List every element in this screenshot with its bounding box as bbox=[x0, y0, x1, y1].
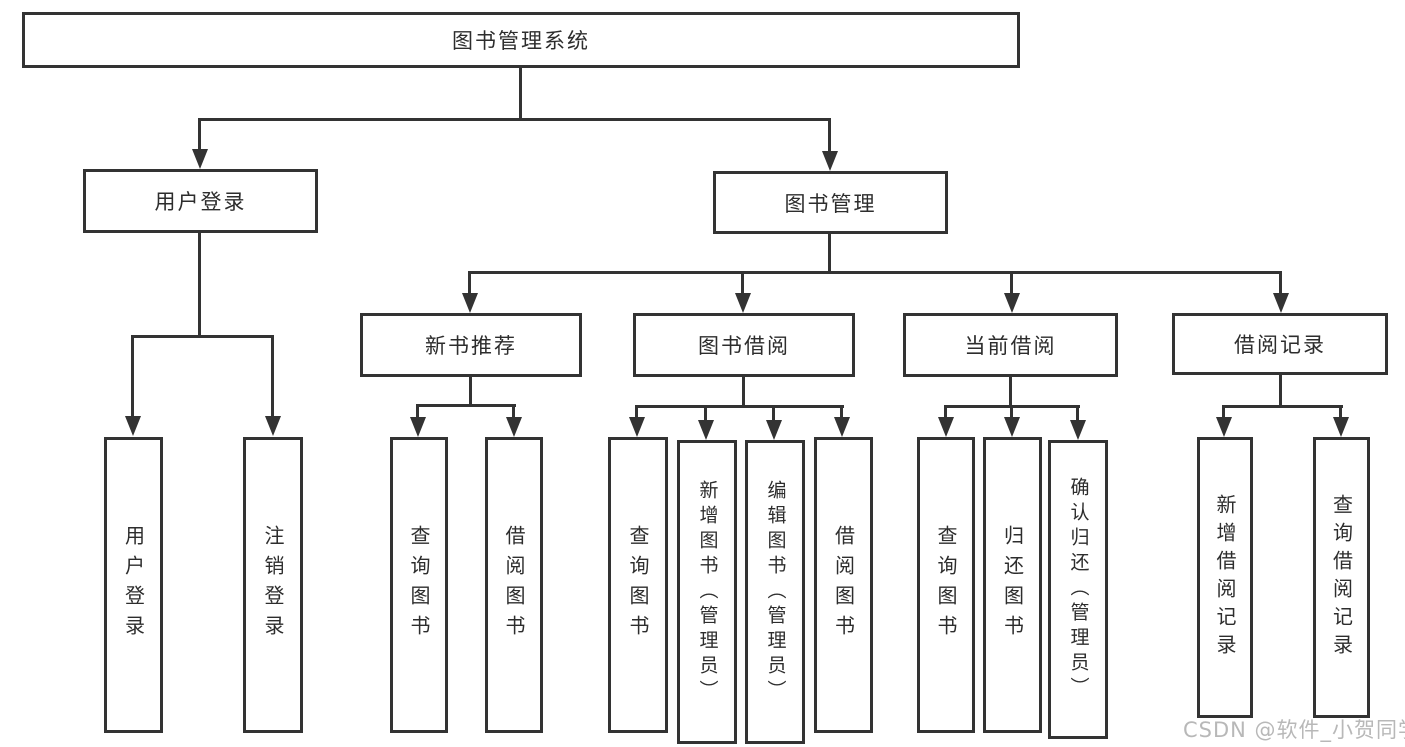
arrowhead-down-icon bbox=[698, 420, 714, 440]
leaf-nbr-borrow-books: 借阅图书 bbox=[485, 437, 543, 733]
node-book-management: 图书管理 bbox=[713, 171, 948, 234]
arrowhead-down-icon bbox=[834, 417, 850, 437]
arrowhead-down-icon bbox=[766, 420, 782, 440]
connector-line bbox=[469, 375, 472, 406]
connector-line bbox=[416, 404, 516, 407]
arrowhead-down-icon bbox=[125, 416, 141, 436]
node-current-borrowing-label: 当前借阅 bbox=[964, 334, 1057, 358]
leaf-nbr-query-books: 查询图书 bbox=[390, 437, 448, 733]
arrowhead-down-icon bbox=[265, 416, 281, 436]
arrowhead-down-icon bbox=[506, 417, 522, 437]
connector-line bbox=[1339, 405, 1342, 418]
watermark: CSDN @软件_小贺同学 bbox=[1183, 718, 1405, 742]
connector-line bbox=[1279, 271, 1282, 295]
node-book-borrowing: 图书借阅 bbox=[633, 313, 855, 377]
leaf-user-login: 用户登录 bbox=[104, 437, 163, 733]
leaf-logout-label: 注销登录 bbox=[261, 525, 285, 645]
connector-line bbox=[1076, 405, 1079, 421]
connector-line bbox=[1279, 373, 1282, 408]
leaf-cb-query-books: 查询图书 bbox=[917, 437, 975, 733]
leaf-cb-return-books: 归还图书 bbox=[983, 437, 1042, 733]
arrowhead-down-icon bbox=[410, 417, 426, 437]
leaf-cb-return-books-label: 归还图书 bbox=[1000, 525, 1025, 645]
leaf-bb-borrow-books-label: 借阅图书 bbox=[831, 525, 856, 645]
leaf-bb-query-books-label: 查询图书 bbox=[626, 525, 650, 645]
connector-line bbox=[704, 405, 707, 421]
arrowhead-down-icon bbox=[1273, 293, 1289, 313]
leaf-cb-confirm-return-admin: 确认归还（管理员） bbox=[1048, 440, 1108, 739]
node-borrowing-records-label: 借阅记录 bbox=[1234, 333, 1326, 357]
arrowhead-down-icon bbox=[462, 293, 478, 313]
connector-line bbox=[131, 335, 274, 338]
connector-line bbox=[772, 405, 775, 421]
leaf-br-query-record: 查询借阅记录 bbox=[1313, 437, 1370, 718]
node-new-book-recommend: 新书推荐 bbox=[360, 313, 582, 377]
arrowhead-down-icon bbox=[192, 149, 208, 169]
node-library-system: 图书管理系统 bbox=[22, 12, 1020, 68]
leaf-cb-query-books-label: 查询图书 bbox=[934, 525, 958, 645]
node-user-login: 用户登录 bbox=[83, 169, 318, 233]
connector-line bbox=[828, 118, 831, 154]
connector-line bbox=[635, 405, 844, 408]
arrowhead-down-icon bbox=[629, 417, 645, 437]
node-borrowing-records: 借阅记录 bbox=[1172, 313, 1388, 375]
leaf-nbr-borrow-books-label: 借阅图书 bbox=[502, 525, 526, 645]
leaf-br-add-record: 新增借阅记录 bbox=[1197, 437, 1253, 718]
leaf-bb-edit-books-admin-label: 编辑图书（管理员） bbox=[764, 479, 787, 705]
leaf-bb-borrow-books: 借阅图书 bbox=[814, 437, 873, 733]
leaf-br-add-record-label: 新增借阅记录 bbox=[1213, 493, 1237, 662]
connector-line bbox=[1009, 375, 1012, 408]
arrowhead-down-icon bbox=[822, 151, 838, 171]
leaf-logout: 注销登录 bbox=[243, 437, 303, 733]
connector-line bbox=[519, 66, 522, 120]
connector-line bbox=[468, 271, 1282, 274]
connector-line bbox=[635, 405, 638, 418]
arrowhead-down-icon bbox=[938, 417, 954, 437]
node-user-login-label: 用户登录 bbox=[154, 190, 247, 214]
connector-line bbox=[198, 118, 201, 152]
connector-line bbox=[1222, 405, 1225, 418]
connector-line bbox=[271, 335, 274, 417]
arrowhead-down-icon bbox=[1216, 417, 1232, 437]
connector-line bbox=[198, 118, 831, 121]
node-new-book-recommend-label: 新书推荐 bbox=[425, 334, 517, 358]
connector-line bbox=[944, 405, 947, 418]
connector-line bbox=[742, 375, 745, 408]
leaf-bb-query-books: 查询图书 bbox=[608, 437, 668, 733]
node-book-borrowing-label: 图书借阅 bbox=[698, 334, 790, 358]
connector-line bbox=[416, 404, 419, 418]
connector-line bbox=[1222, 405, 1343, 408]
leaf-bb-edit-books-admin: 编辑图书（管理员） bbox=[745, 440, 805, 744]
leaf-br-query-record-label: 查询借阅记录 bbox=[1329, 493, 1354, 662]
leaf-cb-confirm-return-admin-label: 确认归还（管理员） bbox=[1067, 477, 1090, 702]
leaf-user-login-label: 用户登录 bbox=[121, 525, 146, 645]
arrowhead-down-icon bbox=[735, 293, 751, 313]
connector-line bbox=[828, 232, 831, 273]
connector-line bbox=[1010, 271, 1013, 295]
arrowhead-down-icon bbox=[1004, 417, 1020, 437]
connector-line bbox=[512, 404, 515, 418]
node-library-system-label: 图书管理系统 bbox=[452, 29, 590, 53]
connector-line bbox=[840, 405, 843, 418]
node-current-borrowing: 当前借阅 bbox=[903, 313, 1118, 377]
connector-line bbox=[468, 271, 471, 295]
arrowhead-down-icon bbox=[1070, 420, 1086, 440]
connector-line bbox=[741, 271, 744, 295]
leaf-bb-add-books-admin: 新增图书（管理员） bbox=[677, 440, 737, 744]
leaf-bb-add-books-admin-label: 新增图书（管理员） bbox=[696, 479, 719, 705]
leaf-nbr-query-books-label: 查询图书 bbox=[407, 525, 431, 645]
arrowhead-down-icon bbox=[1333, 417, 1349, 437]
connector-line bbox=[131, 335, 134, 417]
node-book-management-label: 图书管理 bbox=[784, 191, 877, 216]
arrowhead-down-icon bbox=[1004, 293, 1020, 313]
connector-line bbox=[1010, 405, 1013, 418]
connector-line bbox=[198, 231, 201, 338]
